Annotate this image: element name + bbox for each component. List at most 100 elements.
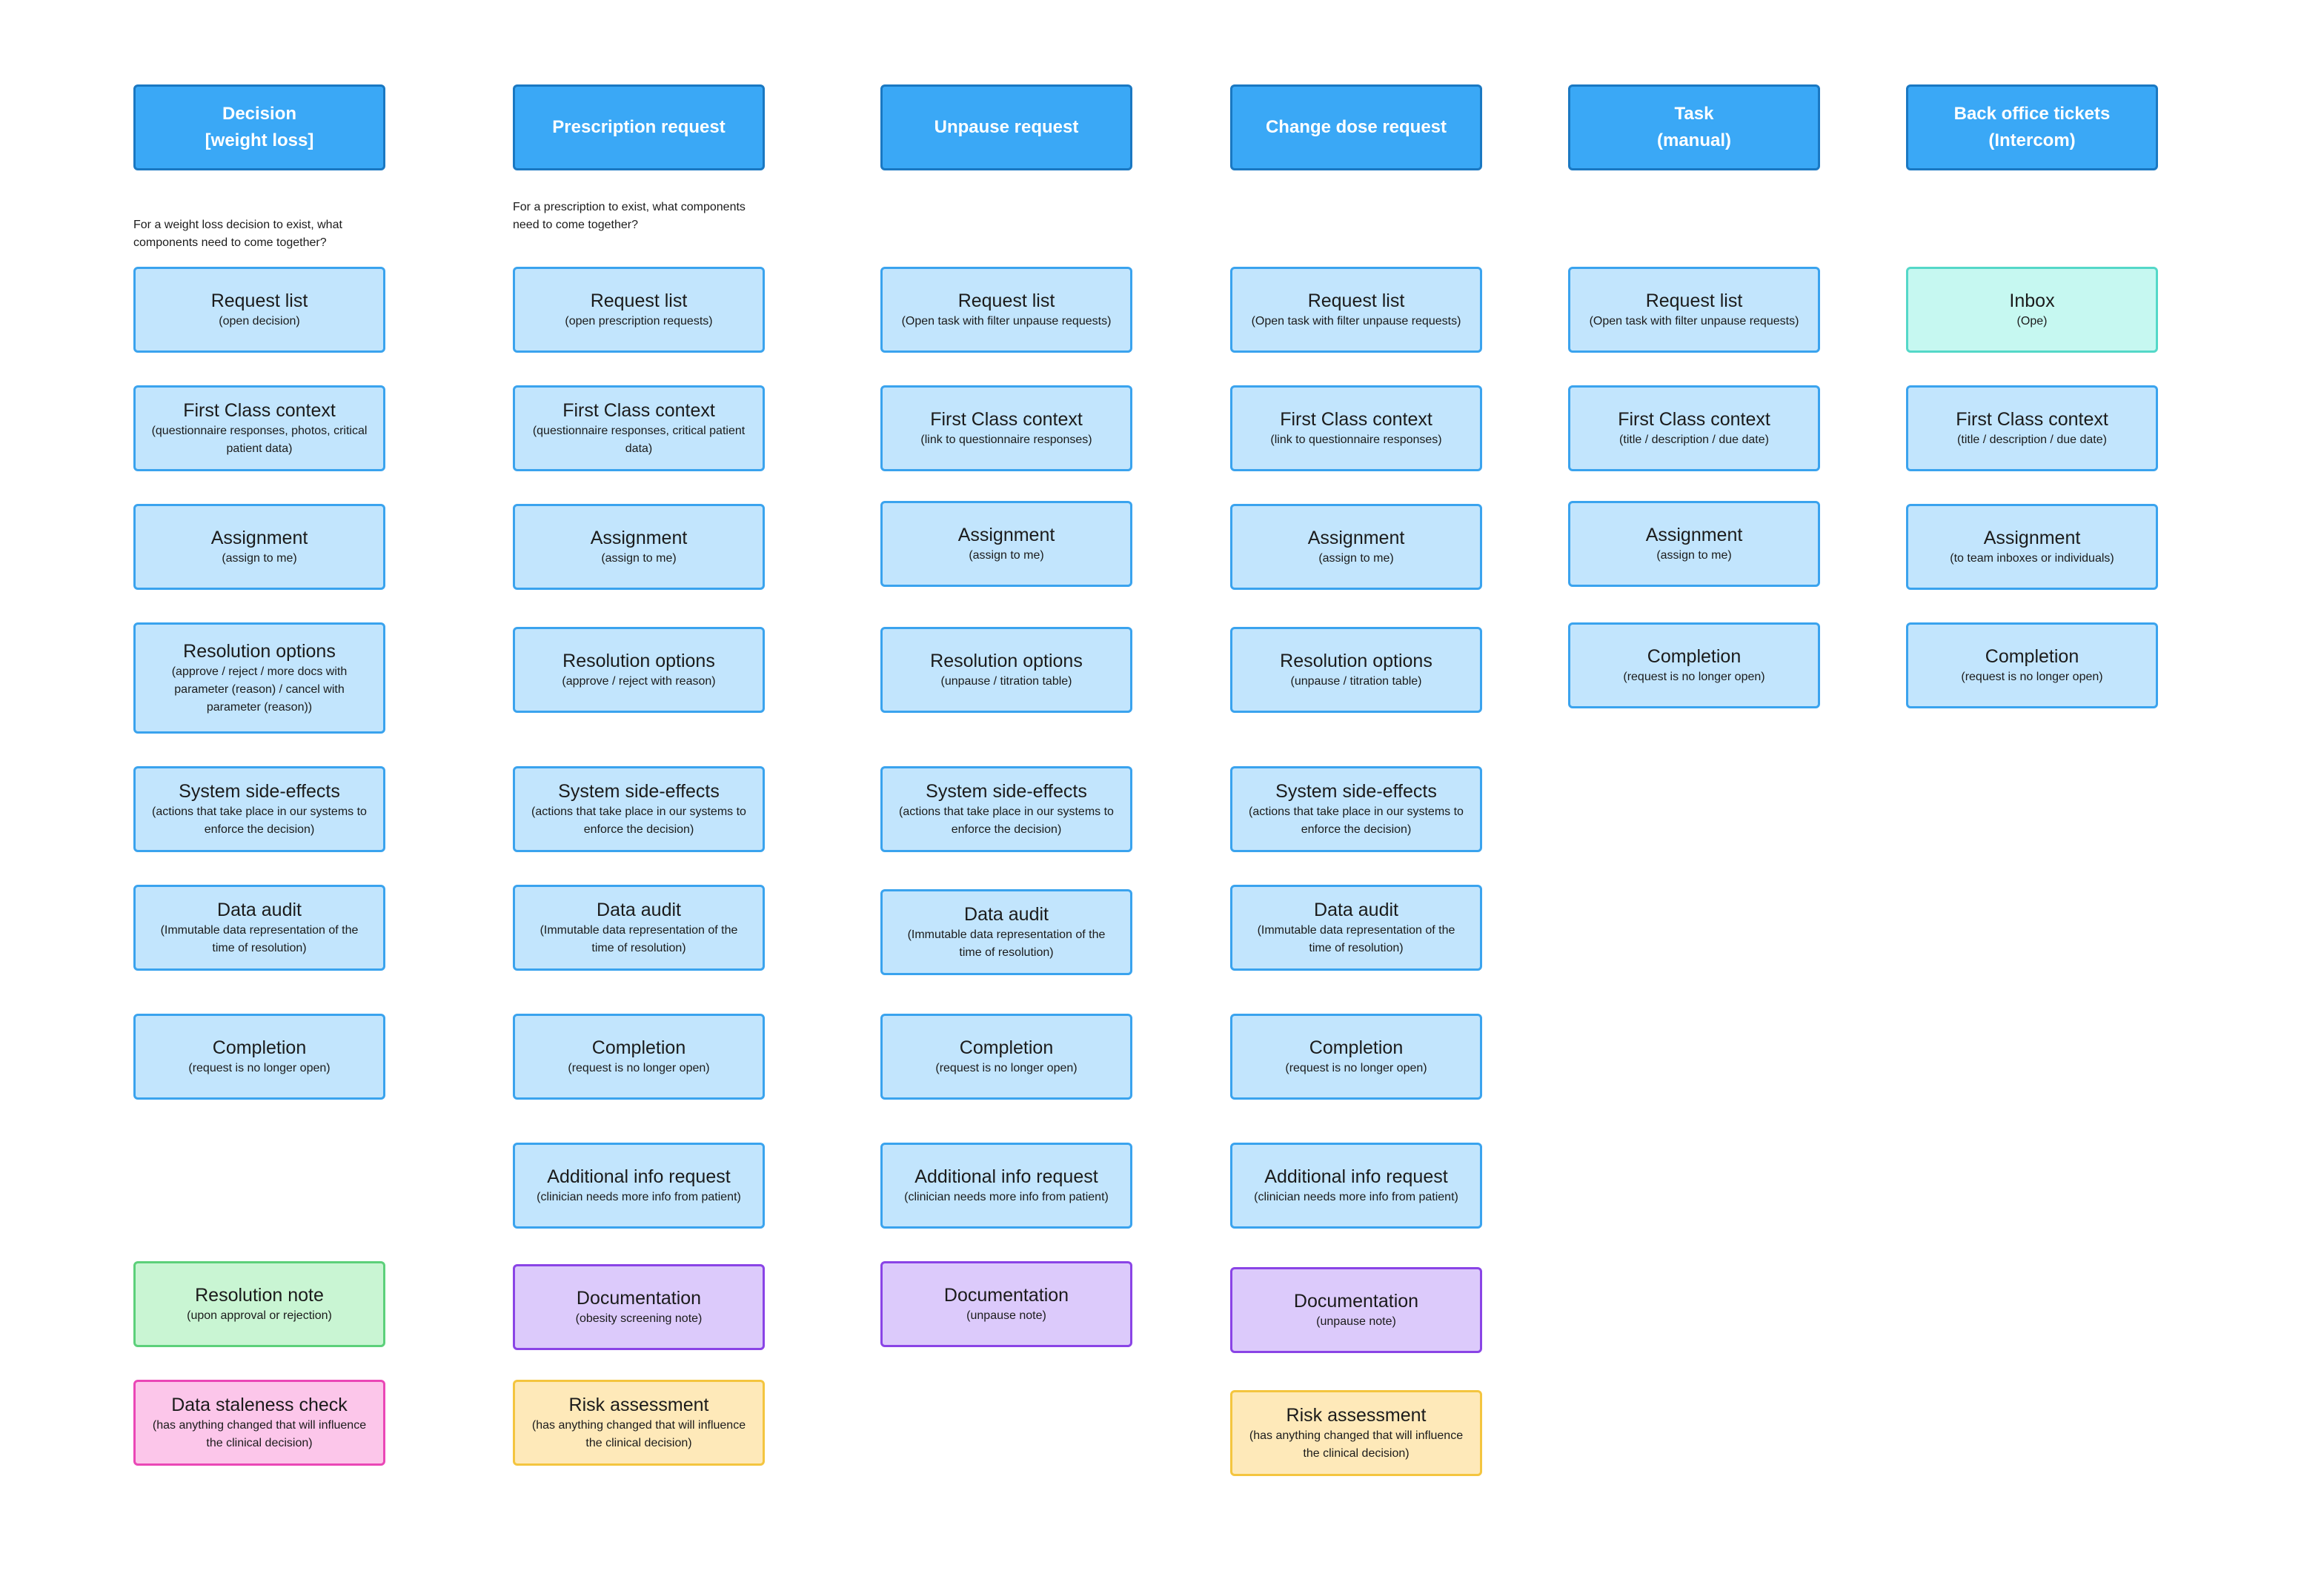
- card-resolution-options: Resolution options (approve / reject wit…: [513, 627, 765, 713]
- card-title: Documentation: [943, 1284, 1069, 1306]
- card-desc: (clinician needs more info from patient): [537, 1190, 741, 1203]
- column-back-office-tickets: Back office tickets (Intercom) Inbox (Op…: [1906, 0, 2158, 1585]
- card-completion: Completion (request is no longer open): [1906, 622, 2158, 708]
- column-header: Task (manual): [1568, 84, 1820, 170]
- card-data-audit: Data audit (Immutable data representatio…: [880, 889, 1132, 975]
- card-title: Data audit: [597, 899, 681, 920]
- card-title: System side-effects: [1275, 780, 1437, 802]
- card-risk-assessment: Risk assessment (has anything changed th…: [1230, 1390, 1482, 1476]
- card-request-list: Request list (Open task with filter unpa…: [1230, 267, 1482, 353]
- card-resolution-options: Resolution options (unpause / titration …: [880, 627, 1132, 713]
- card-desc: (assign to me): [1656, 548, 1732, 562]
- card-desc: (assign to me): [222, 551, 297, 565]
- card-title: Data audit: [964, 903, 1049, 925]
- card-desc: (open decision): [219, 314, 300, 328]
- card-title: Assignment: [1645, 524, 1743, 545]
- card-title: Completion: [591, 1037, 686, 1058]
- card-completion: Completion (request is no longer open): [1230, 1014, 1482, 1100]
- card-title: Additional info request: [547, 1166, 731, 1187]
- card-title: Documentation: [1293, 1290, 1419, 1312]
- card-title: Request list: [1307, 290, 1405, 311]
- column-header: Back office tickets (Intercom): [1906, 84, 2158, 170]
- card-desc: (actions that take place in our systems …: [152, 805, 367, 836]
- card-title: Inbox: [2009, 290, 2055, 311]
- card-resolution-note: Resolution note (upon approval or reject…: [133, 1261, 385, 1347]
- card-first-class-context: First Class context (questionnaire respo…: [513, 385, 765, 471]
- card-request-list: Request list (open prescription requests…: [513, 267, 765, 353]
- header-subtitle: (Intercom): [1988, 130, 2076, 150]
- column-header: Change dose request: [1230, 84, 1482, 170]
- card-assignment: Assignment (assign to me): [1230, 504, 1482, 590]
- card-inbox: Inbox (Ope): [1906, 267, 2158, 353]
- card-assignment: Assignment (assign to me): [133, 504, 385, 590]
- card-title: System side-effects: [558, 780, 720, 802]
- header-title: Decision: [222, 104, 297, 124]
- card-desc: (request is no longer open): [568, 1061, 710, 1074]
- card-desc: (Immutable data representation of the ti…: [907, 928, 1106, 959]
- card-desc: (link to questionnaire responses): [920, 433, 1092, 446]
- card-title: First Class context: [1956, 408, 2108, 430]
- card-title: Request list: [590, 290, 688, 311]
- card-title: Data audit: [217, 899, 302, 920]
- card-desc: (unpause note): [1316, 1315, 1396, 1328]
- card-title: Documentation: [576, 1287, 702, 1309]
- card-desc: (Ope): [2016, 314, 2048, 328]
- card-desc: (approve / reject with reason): [562, 674, 716, 688]
- card-desc: (unpause note): [966, 1309, 1046, 1322]
- card-title: System side-effects: [179, 780, 340, 802]
- card-desc: (clinician needs more info from patient): [1254, 1190, 1458, 1203]
- card-desc: (assign to me): [969, 548, 1044, 562]
- card-desc: (title / description / due date): [1619, 433, 1769, 446]
- card-title: First Class context: [1280, 408, 1432, 430]
- card-assignment: Assignment (assign to me): [880, 501, 1132, 587]
- card-title: System side-effects: [926, 780, 1087, 802]
- card-desc: (unpause / titration table): [940, 674, 1072, 688]
- card-completion: Completion (request is no longer open): [880, 1014, 1132, 1100]
- card-desc: (assign to me): [601, 551, 677, 565]
- card-system-side-effects: System side-effects (actions that take p…: [513, 766, 765, 852]
- card-desc: (actions that take place in our systems …: [1249, 805, 1464, 836]
- card-assignment: Assignment (to team inboxes or individua…: [1906, 504, 2158, 590]
- card-desc: (request is no longer open): [1623, 670, 1765, 683]
- card-title: Resolution options: [930, 650, 1083, 671]
- card-desc: (open prescription requests): [565, 314, 713, 328]
- header-title: Task: [1674, 104, 1714, 124]
- card-desc: (has anything changed that will influenc…: [1249, 1429, 1464, 1460]
- card-title: Assignment: [957, 524, 1055, 545]
- card-completion: Completion (request is no longer open): [1568, 622, 1820, 708]
- card-first-class-context: First Class context (link to questionnai…: [1230, 385, 1482, 471]
- card-documentation: Documentation (obesity screening note): [513, 1264, 765, 1350]
- card-system-side-effects: System side-effects (actions that take p…: [1230, 766, 1482, 852]
- card-desc: (request is no longer open): [1961, 670, 2103, 683]
- card-title: Resolution options: [562, 650, 715, 671]
- column-header: Unpause request: [880, 84, 1132, 170]
- card-title: First Class context: [562, 399, 715, 421]
- card-title: Completion: [1647, 645, 1742, 667]
- card-desc: (unpause / titration table): [1290, 674, 1422, 688]
- card-desc: (has anything changed that will influenc…: [152, 1418, 367, 1449]
- card-first-class-context: First Class context (questionnaire respo…: [133, 385, 385, 471]
- card-title: First Class context: [183, 399, 336, 421]
- card-title: Completion: [959, 1037, 1054, 1058]
- card-title: Additional info request: [914, 1166, 1098, 1187]
- header-subtitle: [weight loss]: [205, 130, 314, 150]
- card-desc: (upon approval or rejection): [187, 1309, 332, 1322]
- card-desc: (request is no longer open): [935, 1061, 1078, 1074]
- card-title: Risk assessment: [1286, 1404, 1427, 1426]
- card-title: Completion: [1309, 1037, 1404, 1058]
- card-desc: (questionnaire responses, critical patie…: [532, 424, 746, 455]
- card-completion: Completion (request is no longer open): [513, 1014, 765, 1100]
- card-risk-assessment: Risk assessment (has anything changed th…: [513, 1380, 765, 1466]
- card-data-staleness-check: Data staleness check (has anything chang…: [133, 1380, 385, 1466]
- card-documentation: Documentation (unpause note): [880, 1261, 1132, 1347]
- card-desc: (title / description / due date): [1957, 433, 2107, 446]
- card-data-audit: Data audit (Immutable data representatio…: [133, 885, 385, 971]
- header-title: Back office tickets: [1953, 104, 2111, 124]
- card-title: Additional info request: [1264, 1166, 1448, 1187]
- column-header: Prescription request: [513, 84, 765, 170]
- card-documentation: Documentation (unpause note): [1230, 1267, 1482, 1353]
- column-note: For a prescription to exist, what compon…: [513, 201, 746, 231]
- card-title: Risk assessment: [568, 1394, 709, 1415]
- column-change-dose-request: Change dose request Request list (Open t…: [1230, 0, 1482, 1585]
- card-desc: (actions that take place in our systems …: [899, 805, 1114, 836]
